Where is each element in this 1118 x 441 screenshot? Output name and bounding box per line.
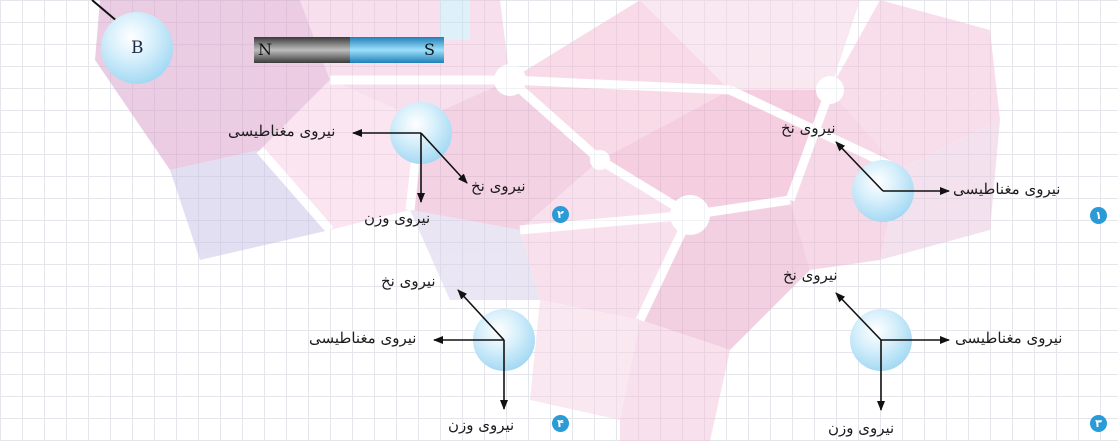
diagram-1-number-badge: ۱ <box>1090 207 1107 224</box>
diagram-3-magnetic-force-label: نیروی مغناطیسی <box>955 329 1063 347</box>
diagram-4-magnetic-force-label: نیروی مغناطیسی <box>309 329 417 347</box>
diagram-1 <box>835 141 950 222</box>
diagram-2-magnetic-force-label: نیروی مغناطیسی <box>228 122 336 140</box>
diagram-4-weight-label: نیروی وزن <box>448 416 515 434</box>
diagram-1-tension-arrow <box>835 141 884 192</box>
magnet-south-half <box>350 37 444 63</box>
diagram-1-magnetic-force-label: نیروی مغناطیسی <box>953 180 1061 198</box>
diagram-2-tension-arrow <box>420 132 468 184</box>
diagram-2-weight-label: نیروی وزن <box>364 209 431 227</box>
diagram-4-tension-arrow <box>457 289 505 341</box>
diagram-4 <box>433 289 535 410</box>
diagram-1-tension-label: نیروی نخ <box>781 119 836 137</box>
diagram-4-number-badge: ۴ <box>552 415 569 432</box>
diagram-3-number-badge: ۳ <box>1090 415 1107 432</box>
diagram-3-tension-label: نیروی نخ <box>783 266 838 284</box>
ball-b <box>101 12 173 84</box>
diagram-3-weight-label: نیروی وزن <box>828 419 895 437</box>
magnet-north-label: N <box>258 40 272 59</box>
diagram-4-tension-label: نیروی نخ <box>381 272 436 290</box>
magnet-north-half <box>254 37 350 63</box>
diagram-2-tension-label: نیروی نخ <box>471 177 526 195</box>
top-ball-thread <box>91 0 119 23</box>
diagram-2-number-badge: ۲ <box>552 206 569 223</box>
diagram-3-tension-arrow <box>835 292 882 341</box>
diagram-2 <box>352 102 468 203</box>
diagram-3 <box>835 292 950 411</box>
magnet-south-label: S <box>424 40 435 59</box>
ball-b-label: B <box>131 38 144 58</box>
bar-magnet <box>254 37 444 63</box>
background-watermark <box>95 0 1000 441</box>
